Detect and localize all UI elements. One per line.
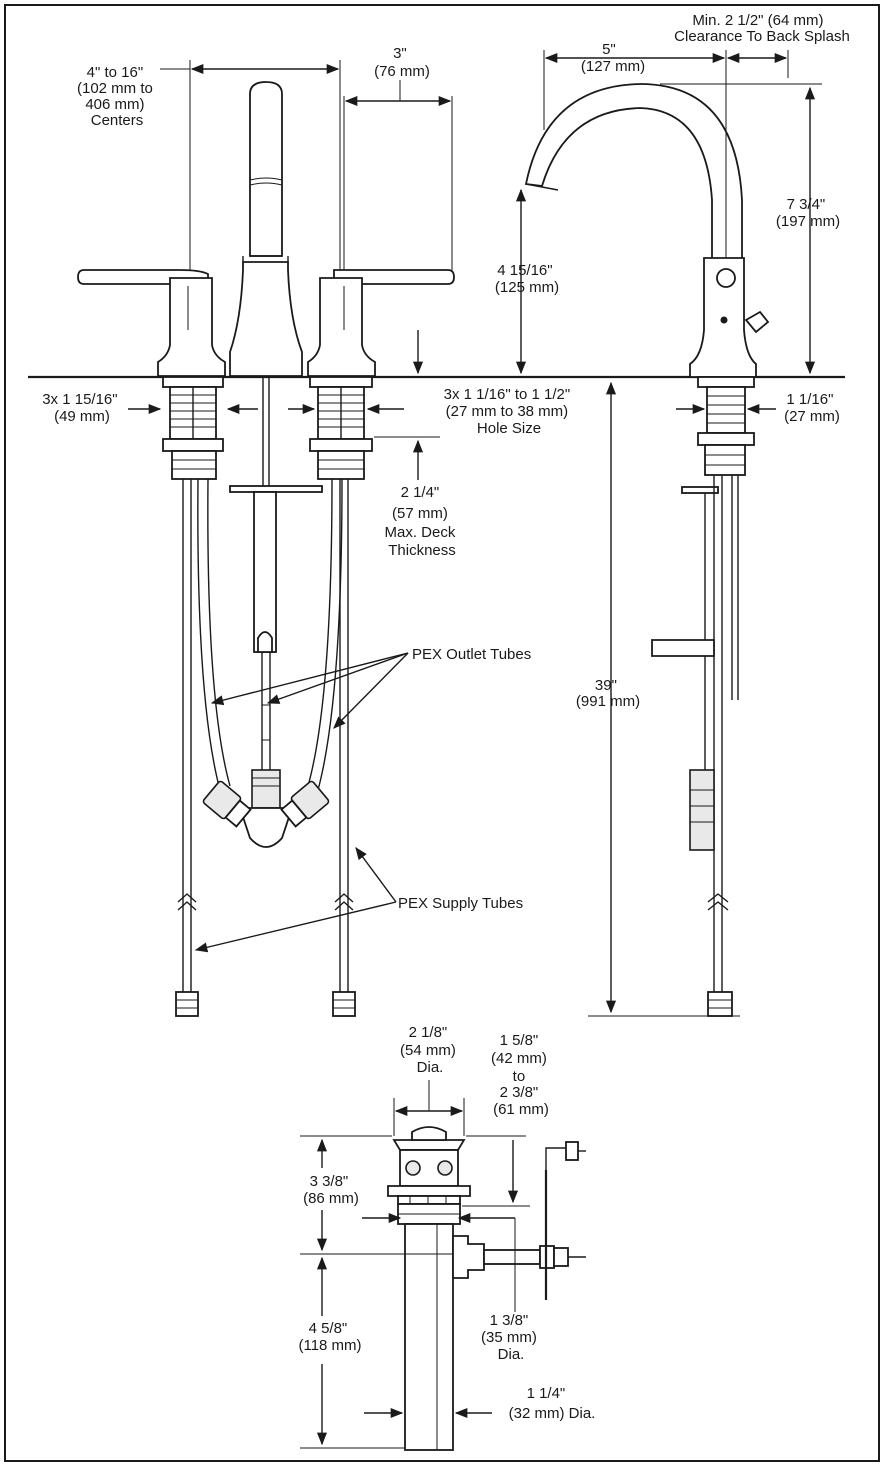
tail-length-line-1: 4 5/8" xyxy=(309,1320,348,1337)
side-lever xyxy=(744,310,770,334)
pex-supply-tubes xyxy=(175,479,356,1017)
tail-dia-line-1: 1 1/4" xyxy=(527,1385,566,1402)
pex-outlet-tubes xyxy=(197,478,343,791)
hole-size-line-2: (27 mm to 38 mm) xyxy=(446,403,569,420)
shank-dia-line-1: 1 1/16" xyxy=(786,391,833,408)
backsplash-line-1: Min. 2 1/2" (64 mm) xyxy=(692,12,823,29)
flange-dia-line-2: (54 mm) xyxy=(400,1042,456,1059)
side-view: Min. 2 1/2" (64 mm) Clearance To Back Sp… xyxy=(495,12,850,1017)
outlet-height-line-2: (125 mm) xyxy=(495,279,559,296)
outlet-height-line-1: 4 15/16" xyxy=(497,262,552,279)
flange-height-line-1: 1 5/8" xyxy=(500,1032,539,1049)
pex-outlet-label: PEX Outlet Tubes xyxy=(412,646,531,663)
handle-reach-label: 3" (76 mm) xyxy=(374,45,430,80)
right-handle xyxy=(307,269,455,377)
shank-left-line-1: 3x 1 15/16" xyxy=(42,391,117,408)
flange-height-line-4: 2 3/8" xyxy=(500,1084,539,1101)
body-height-label: 3 3/8" (86 mm) xyxy=(303,1173,359,1207)
deck-thickness-label: 2 1/4" (57 mm) Max. Deck Thickness xyxy=(384,484,459,559)
shank-left-label: 3x 1 15/16" (49 mm) xyxy=(42,391,122,425)
centers-line-2: (102 mm to xyxy=(77,80,153,97)
spout-height-label: 7 3/4" (197 mm) xyxy=(776,196,840,230)
body-dia-line-2: (35 mm) xyxy=(481,1329,537,1346)
handle-reach-line-1: 3" xyxy=(393,45,407,62)
tail-length-line-2: (118 mm) xyxy=(298,1337,361,1354)
hole-size-line-1: 3x 1 1/16" to 1 1/2" xyxy=(444,386,571,403)
tail-length-label: 4 5/8" (118 mm) xyxy=(298,1320,361,1354)
flange-height-line-3: to xyxy=(513,1068,526,1085)
flange-height-line-5: (61 mm) xyxy=(493,1101,549,1118)
body-dia-line-1: 1 3/8" xyxy=(490,1312,529,1329)
flange-dia-label: 2 1/8" (54 mm) Dia. xyxy=(400,1024,460,1076)
deck-thickness-line-1: 2 1/4" xyxy=(401,484,440,501)
drain-view: 2 1/8" (54 mm) Dia. 1 5/8" (42 mm) to 2 … xyxy=(298,1024,596,1451)
deck-thickness-line-4: Thickness xyxy=(388,542,456,559)
front-view: 4" to 16" (102 mm to 406 mm) Centers 3" … xyxy=(28,45,845,1017)
spout-reach-label: 5" (127 mm) xyxy=(581,41,645,75)
shank-dia-line-2: (27 mm) xyxy=(784,408,840,425)
left-handle xyxy=(77,269,226,377)
flange-height-label: 1 5/8" (42 mm) to 2 3/8" (61 mm) xyxy=(491,1032,551,1118)
body-height-line-1: 3 3/8" xyxy=(310,1173,349,1190)
center-spout xyxy=(229,81,303,377)
shank-left-line-2: (49 mm) xyxy=(54,408,110,425)
flange-height-line-2: (42 mm) xyxy=(491,1050,547,1067)
flange-dia-line-3: Dia. xyxy=(417,1059,444,1076)
spout-height-line-1: 7 3/4" xyxy=(787,196,826,213)
right-shank-assembly xyxy=(309,376,373,480)
centers-label: 4" to 16" (102 mm to 406 mm) Centers xyxy=(77,64,157,129)
total-length-label: 39" (991 mm) xyxy=(576,677,640,710)
backsplash-label: Min. 2 1/2" (64 mm) Clearance To Back Sp… xyxy=(674,12,850,45)
backsplash-line-2: Clearance To Back Splash xyxy=(674,28,850,45)
handle-reach-line-2: (76 mm) xyxy=(374,63,430,80)
page-border xyxy=(4,4,880,1462)
total-length-line-2: (991 mm) xyxy=(576,693,640,710)
spout-reach-line-2: (127 mm) xyxy=(581,58,645,75)
side-spout xyxy=(524,83,743,267)
flange-dia-line-1: 2 1/8" xyxy=(409,1024,448,1041)
centers-line-1: 4" to 16" xyxy=(87,64,144,81)
tail-dia-label: 1 1/4" (32 mm) Dia. xyxy=(509,1385,596,1422)
shank-dia-label: 1 1/16" (27 mm) xyxy=(784,391,840,425)
center-rod xyxy=(229,377,323,770)
spout-height-line-2: (197 mm) xyxy=(776,213,840,230)
body-dia-line-3: Dia. xyxy=(498,1346,525,1363)
pex-supply-label: PEX Supply Tubes xyxy=(398,895,523,912)
deck-thickness-line-2: (57 mm) xyxy=(392,505,448,522)
tail-dia-line-2: (32 mm) Dia. xyxy=(509,1405,596,1422)
deck-thickness-line-3: Max. Deck xyxy=(384,524,455,541)
body-dia-label: 1 3/8" (35 mm) Dia. xyxy=(481,1312,541,1363)
centers-line-4: Centers xyxy=(91,112,144,129)
hole-size-line-3: Hole Size xyxy=(477,420,541,437)
hole-size-label: 3x 1 1/16" to 1 1/2" (27 mm to 38 mm) Ho… xyxy=(444,386,575,437)
outlet-height-label: 4 15/16" (125 mm) xyxy=(495,262,559,296)
total-length-line-1: 39" xyxy=(595,677,617,694)
tee-fitting xyxy=(202,769,330,848)
spout-reach-line-1: 5" xyxy=(602,41,616,58)
left-shank-assembly xyxy=(162,376,224,480)
centers-line-3: 406 mm) xyxy=(85,96,144,113)
body-height-line-2: (86 mm) xyxy=(303,1190,359,1207)
